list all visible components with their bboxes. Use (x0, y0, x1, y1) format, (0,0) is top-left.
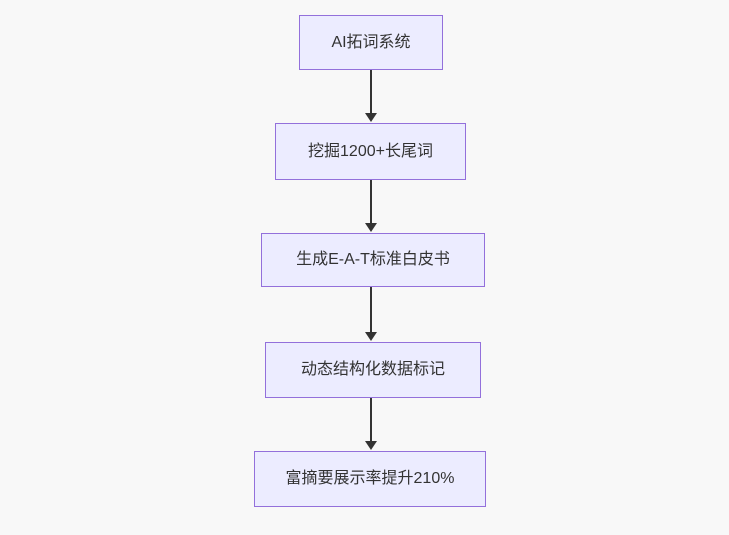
arrowhead-down-icon (365, 223, 377, 232)
node-label: AI拓词系统 (331, 33, 411, 51)
flow-node-structured-data-markup: 动态结构化数据标记 (265, 342, 481, 398)
flow-node-eat-whitepaper: 生成E-A-T标准白皮书 (261, 233, 485, 287)
arrowhead-down-icon (365, 441, 377, 450)
flow-node-longtail-mining: 挖掘1200+长尾词 (275, 123, 466, 180)
edge-line-4 (370, 398, 372, 441)
arrowhead-down-icon (365, 332, 377, 341)
node-label: 挖掘1200+长尾词 (308, 142, 433, 160)
flow-node-ai-keyword-system: AI拓词系统 (299, 15, 443, 70)
arrowhead-down-icon (365, 113, 377, 122)
node-label: 生成E-A-T标准白皮书 (296, 251, 450, 269)
node-label: 富摘要展示率提升210% (285, 470, 455, 488)
edge-line-3 (370, 287, 372, 332)
flow-node-rich-snippet-result: 富摘要展示率提升210% (254, 451, 486, 507)
node-label: 动态结构化数据标记 (300, 361, 445, 379)
edge-line-2 (370, 180, 372, 223)
edge-line-1 (370, 70, 372, 113)
